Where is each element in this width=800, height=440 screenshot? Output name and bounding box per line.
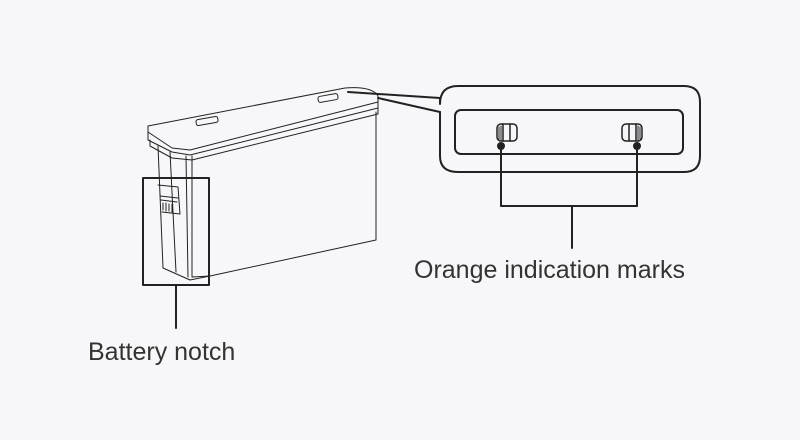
callout-leader xyxy=(347,91,441,113)
battery-illustration xyxy=(147,87,379,281)
orange-indication-marks-label: Orange indication marks xyxy=(414,256,685,284)
orange-marks-pointer xyxy=(497,142,641,249)
callout-magnified-lid xyxy=(439,85,701,173)
orange-indication-mark-right xyxy=(621,123,643,142)
battery-notch-label: Battery notch xyxy=(88,338,236,366)
orange-indication-mark-left xyxy=(496,123,518,142)
battery-notch-highlight xyxy=(142,177,210,329)
